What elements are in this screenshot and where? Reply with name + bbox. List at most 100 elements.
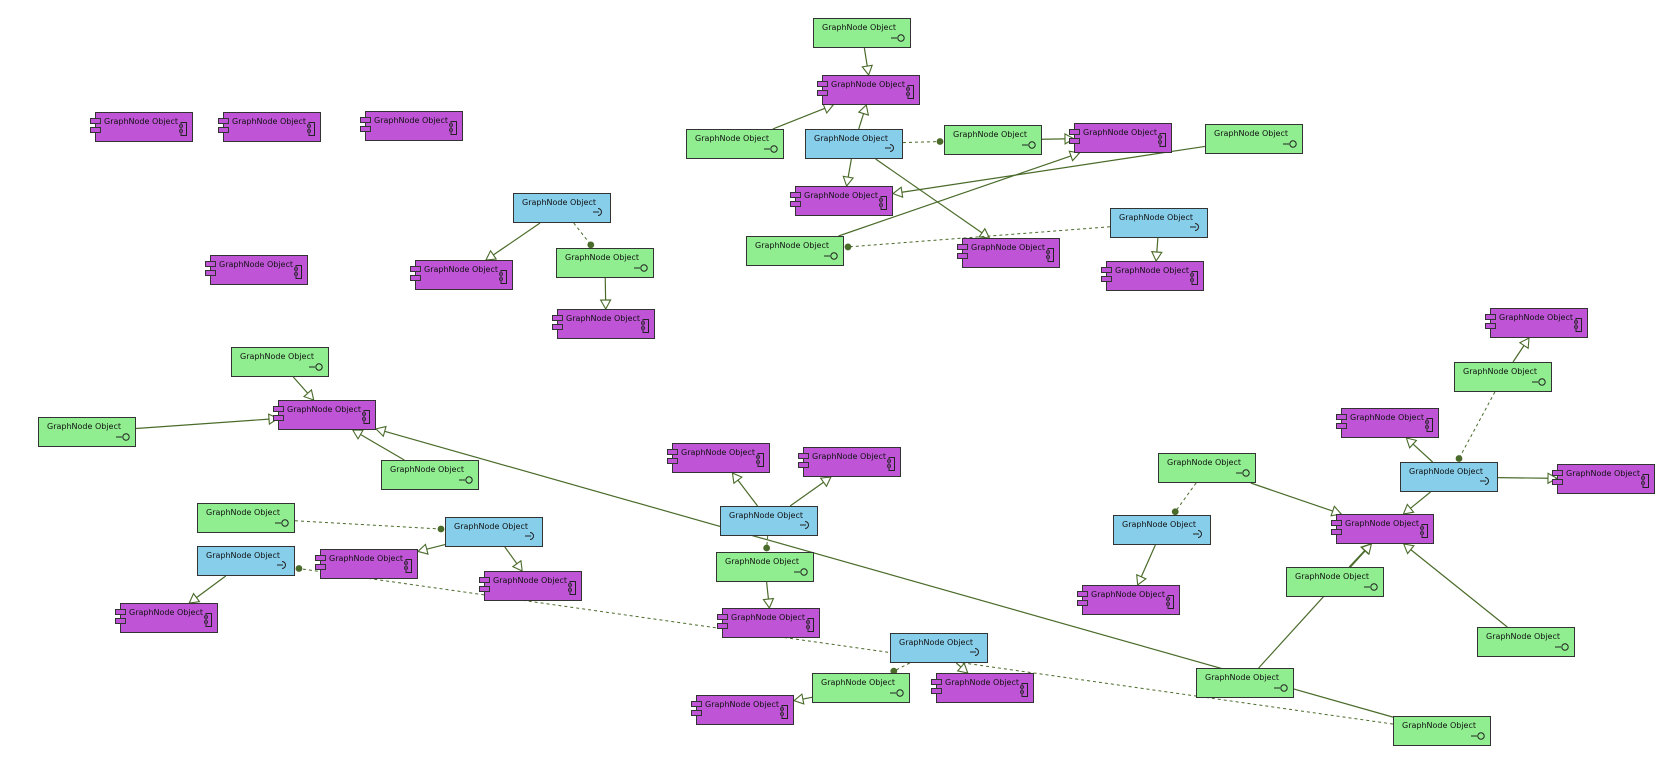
graph-node-provider[interactable]: GraphNode Object xyxy=(1477,627,1575,657)
graph-node-provider[interactable]: GraphNode Object xyxy=(944,125,1042,155)
component-port-icon xyxy=(667,458,678,464)
graph-node-provider[interactable]: GraphNode Object xyxy=(1196,668,1294,698)
component-icon xyxy=(362,410,370,424)
node-label: GraphNode Object xyxy=(831,80,906,89)
graph-node-provider[interactable]: GraphNode Object xyxy=(1454,362,1552,392)
graph-node-provider[interactable]: GraphNode Object xyxy=(812,673,910,703)
graph-node-component[interactable]: GraphNode Object xyxy=(1069,123,1172,153)
node-label: GraphNode Object xyxy=(1119,213,1194,222)
graph-node-provider[interactable]: GraphNode Object xyxy=(686,129,784,159)
graph-node-consumer[interactable]: GraphNode Object xyxy=(720,506,818,536)
realization-edge xyxy=(1258,543,1373,669)
graph-node-component[interactable]: GraphNode Object xyxy=(273,400,376,430)
lollipop-interface-icon xyxy=(1236,469,1250,477)
graph-node-provider[interactable]: GraphNode Object xyxy=(1393,716,1491,746)
node-label: GraphNode Object xyxy=(814,134,889,143)
graph-node-provider[interactable]: GraphNode Object xyxy=(1158,453,1256,483)
node-label: GraphNode Object xyxy=(1566,469,1641,478)
component-port-icon xyxy=(790,201,801,207)
component-port-icon xyxy=(817,90,828,96)
graph-node-component[interactable]: GraphNode Object xyxy=(205,255,308,285)
graph-node-component[interactable]: GraphNode Object xyxy=(479,571,582,601)
graph-node-component[interactable]: GraphNode Object xyxy=(410,260,513,290)
graph-node-consumer[interactable]: GraphNode Object xyxy=(197,546,295,576)
realization-edge xyxy=(1402,543,1508,628)
graph-node-component[interactable]: GraphNode Object xyxy=(1331,514,1434,544)
graph-node-consumer[interactable]: GraphNode Object xyxy=(1113,515,1211,545)
graph-node-provider[interactable]: GraphNode Object xyxy=(381,460,479,490)
socket-interface-icon xyxy=(1480,477,1489,485)
graph-node-component[interactable]: GraphNode Object xyxy=(717,608,820,638)
graph-node-provider[interactable]: GraphNode Object xyxy=(1205,124,1303,154)
realization-edge xyxy=(1512,337,1530,363)
graph-node-component[interactable]: GraphNode Object xyxy=(218,112,321,142)
graph-node-component[interactable]: GraphNode Object xyxy=(691,695,794,725)
node-label: GraphNode Object xyxy=(1205,673,1280,682)
graph-node-provider[interactable]: GraphNode Object xyxy=(38,417,136,447)
lollipop-interface-icon xyxy=(1471,732,1485,740)
graph-node-consumer[interactable]: GraphNode Object xyxy=(890,633,988,663)
component-icon xyxy=(1190,271,1198,285)
graph-node-component[interactable]: GraphNode Object xyxy=(115,603,218,633)
node-label: GraphNode Object xyxy=(812,452,887,461)
node-label: GraphNode Object xyxy=(104,117,179,126)
graph-node-consumer[interactable]: GraphNode Object xyxy=(805,129,903,159)
graph-node-component[interactable]: GraphNode Object xyxy=(1077,585,1180,615)
component-icon xyxy=(1641,474,1649,488)
component-port-icon xyxy=(1485,323,1496,329)
component-port-icon xyxy=(90,118,101,124)
graph-node-provider[interactable]: GraphNode Object xyxy=(716,552,814,582)
graph-node-component[interactable]: GraphNode Object xyxy=(790,186,893,216)
graph-node-component[interactable]: GraphNode Object xyxy=(1336,408,1439,438)
graph-node-component[interactable]: GraphNode Object xyxy=(931,673,1034,703)
socket-interface-icon xyxy=(1193,530,1202,538)
graph-node-provider[interactable]: GraphNode Object xyxy=(197,503,295,533)
component-port-icon xyxy=(273,415,284,421)
graph-node-provider[interactable]: GraphNode Object xyxy=(813,18,911,48)
graph-node-component[interactable]: GraphNode Object xyxy=(1552,464,1655,494)
graph-node-provider[interactable]: GraphNode Object xyxy=(1286,567,1384,597)
graph-node-consumer[interactable]: GraphNode Object xyxy=(1110,208,1208,238)
graph-node-consumer[interactable]: GraphNode Object xyxy=(513,193,611,223)
node-label: GraphNode Object xyxy=(822,23,897,32)
node-label: GraphNode Object xyxy=(522,198,597,207)
dependency-edge xyxy=(1455,391,1496,462)
graph-node-component[interactable]: GraphNode Object xyxy=(552,309,655,339)
graph-node-component[interactable]: GraphNode Object xyxy=(798,447,901,477)
socket-interface-icon xyxy=(885,144,894,152)
graph-node-provider[interactable]: GraphNode Object xyxy=(556,248,654,278)
realization-edge xyxy=(1402,491,1431,515)
graph-node-consumer[interactable]: GraphNode Object xyxy=(1400,462,1498,492)
realization-edge xyxy=(351,429,405,461)
graph-node-consumer[interactable]: GraphNode Object xyxy=(445,517,543,547)
graph-node-provider[interactable]: GraphNode Object xyxy=(746,236,844,266)
node-label: GraphNode Object xyxy=(287,405,362,414)
graph-node-component[interactable]: GraphNode Object xyxy=(957,238,1060,268)
node-label: GraphNode Object xyxy=(1214,129,1289,138)
component-icon xyxy=(887,457,895,471)
component-port-icon xyxy=(218,127,229,133)
graph-node-component[interactable]: GraphNode Object xyxy=(360,111,463,141)
node-label: GraphNode Object xyxy=(804,191,879,200)
realization-edge xyxy=(857,103,870,130)
node-label: GraphNode Object xyxy=(1091,590,1166,599)
graph-node-component[interactable]: GraphNode Object xyxy=(1101,261,1204,291)
node-label: GraphNode Object xyxy=(206,508,281,517)
graph-node-component[interactable]: GraphNode Object xyxy=(315,549,418,579)
lollipop-interface-icon xyxy=(634,264,648,272)
graph-node-component[interactable]: GraphNode Object xyxy=(817,75,920,105)
component-icon xyxy=(568,581,576,595)
component-port-icon xyxy=(931,688,942,694)
component-port-icon xyxy=(931,679,942,685)
component-port-icon xyxy=(957,244,968,250)
lollipop-interface-icon xyxy=(1555,643,1569,651)
graph-node-component[interactable]: GraphNode Object xyxy=(1485,308,1588,338)
graph-node-component[interactable]: GraphNode Object xyxy=(90,112,193,142)
graph-node-provider[interactable]: GraphNode Object xyxy=(231,347,329,377)
graph-node-component[interactable]: GraphNode Object xyxy=(667,443,770,473)
realization-edge xyxy=(1250,482,1343,517)
dependency-edge xyxy=(295,565,1394,725)
component-icon xyxy=(1166,595,1174,609)
component-port-icon xyxy=(667,449,678,455)
